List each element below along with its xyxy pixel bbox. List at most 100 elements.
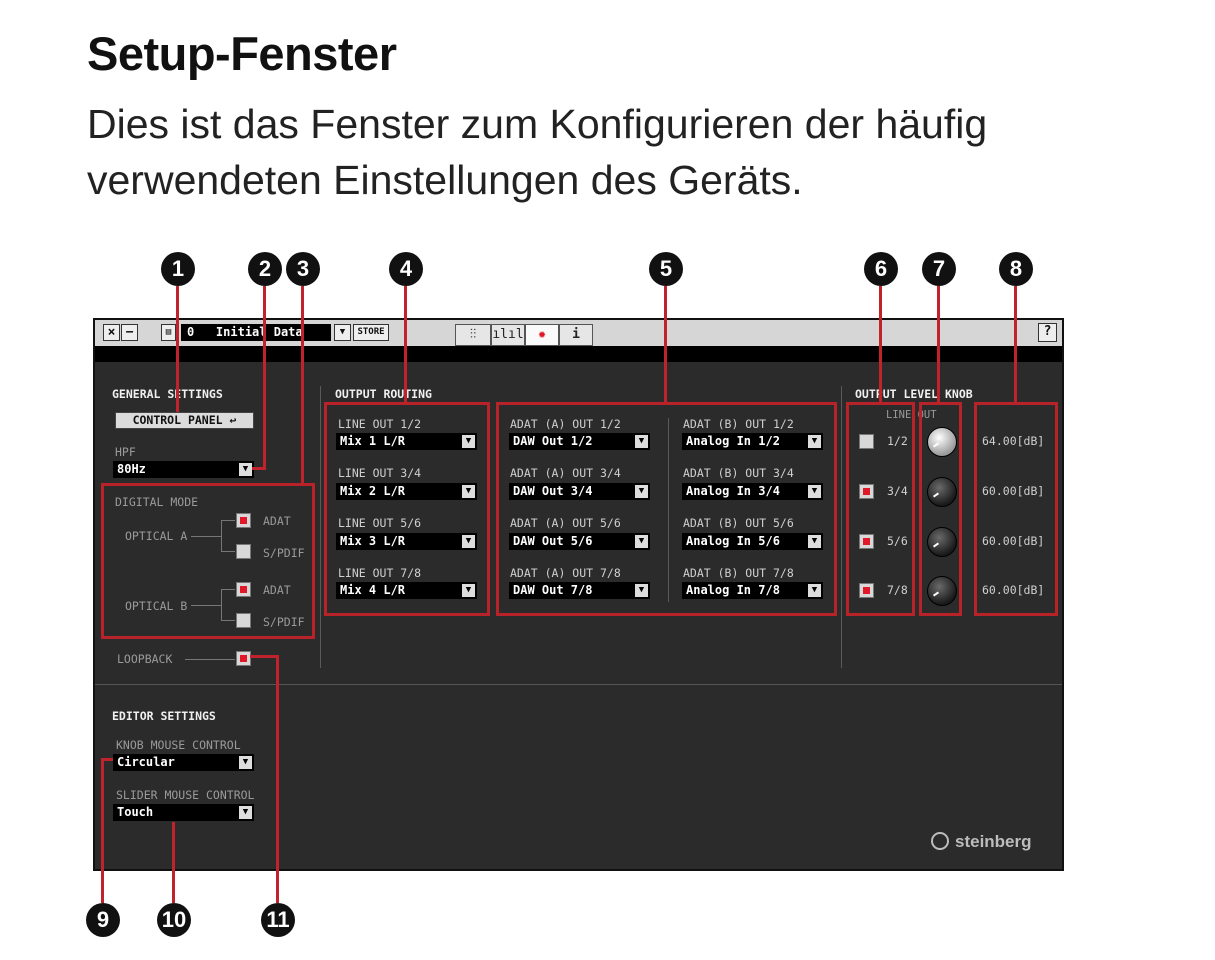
line-out-7-8-label: LINE OUT 7/8 xyxy=(338,566,422,580)
optical-b-spdif-checkbox[interactable] xyxy=(236,613,251,628)
callout-7-line xyxy=(937,286,940,404)
level-7-8-knob[interactable] xyxy=(927,576,957,606)
loopback-label: LOOPBACK xyxy=(117,652,173,666)
adat-a-3-4-value: DAW Out 3/4 xyxy=(513,484,593,498)
adat-a-1-2-label: ADAT (A) OUT 1/2 xyxy=(510,417,621,431)
adat-a-7-8-dropdown[interactable]: DAW Out 7/8▼ xyxy=(509,582,650,599)
store-button[interactable]: STORE xyxy=(353,324,389,341)
adat-a-1-2-dropdown[interactable]: DAW Out 1/2▼ xyxy=(509,433,650,450)
loopback-checkbox[interactable] xyxy=(236,651,251,666)
steinberg-logo: steinberg xyxy=(955,832,1032,851)
preset-number: 0 xyxy=(187,325,195,339)
line-out-5-6-value: Mix 3 L/R xyxy=(340,534,406,548)
knob-highlight xyxy=(919,402,962,616)
callout-11: 11 xyxy=(261,903,295,937)
adat-a-5-6-dropdown[interactable]: DAW Out 5/6▼ xyxy=(509,533,650,550)
optical-a-connector xyxy=(191,536,221,537)
level-5-6-db: 60.00[dB] xyxy=(982,534,1045,548)
output-routing-heading: OUTPUT ROUTING xyxy=(335,387,432,401)
tab-info[interactable]: i xyxy=(559,324,593,346)
level-3-4-knob[interactable] xyxy=(927,477,957,507)
chevron-down-icon: ▼ xyxy=(239,756,252,769)
level-3-4-label: 3/4 xyxy=(887,484,908,498)
line-out-1-2-dropdown[interactable]: Mix 1 L/R ▼ xyxy=(336,433,477,450)
minimize-button[interactable]: − xyxy=(121,324,138,341)
adat-a-1-2-value: DAW Out 1/2 xyxy=(513,434,593,448)
line-out-3-4-dropdown[interactable]: Mix 2 L/R▼ xyxy=(336,483,477,500)
optical-b-bracket xyxy=(221,589,222,621)
callout-7: 7 xyxy=(922,252,956,286)
document-icon[interactable]: ▤ xyxy=(161,324,176,341)
optical-b-spdif-label: S/PDIF xyxy=(263,615,305,629)
preset-dropdown-arrow-icon[interactable]: ▼ xyxy=(334,324,351,341)
tab-meter[interactable]: ılıl xyxy=(491,324,525,346)
callout-6: 6 xyxy=(864,252,898,286)
adat-b-7-8-label: ADAT (B) OUT 7/8 xyxy=(683,566,794,580)
level-3-4-db: 60.00[dB] xyxy=(982,484,1045,498)
optical-a-spdif-connector xyxy=(221,551,235,552)
hpf-label: HPF xyxy=(115,445,136,459)
level-5-6-checkbox[interactable] xyxy=(859,534,874,549)
chevron-down-icon: ▼ xyxy=(462,435,475,448)
callout-5: 5 xyxy=(649,252,683,286)
callout-11-line-h xyxy=(250,655,279,658)
adat-a-3-4-dropdown[interactable]: DAW Out 3/4 ▼ xyxy=(509,483,650,500)
adat-b-1-2-dropdown[interactable]: Analog In 1/2▼ xyxy=(682,433,823,450)
level-1-2-db: 64.00[dB] xyxy=(982,434,1045,448)
optical-a-adat-connector xyxy=(221,520,235,521)
optical-a-spdif-checkbox[interactable] xyxy=(236,544,251,559)
callout-1-line xyxy=(176,286,179,412)
tab-mixer[interactable]: ⫶⫶ xyxy=(455,324,491,346)
close-button[interactable]: × xyxy=(103,324,120,341)
slider-mouse-control-value: Touch xyxy=(117,805,154,819)
chevron-down-icon: ▼ xyxy=(635,485,648,498)
callout-5-line xyxy=(664,286,667,404)
control-panel-label: CONTROL PANEL xyxy=(132,413,223,427)
level-7-8-checkbox[interactable] xyxy=(859,583,874,598)
level-1-2-checkbox[interactable] xyxy=(859,434,874,449)
line-out-3-4-label: LINE OUT 3/4 xyxy=(338,466,422,480)
knob-mouse-control-dropdown[interactable]: Circular▼ xyxy=(113,754,254,771)
level-1-2-label: 1/2 xyxy=(887,434,908,448)
adat-b-5-6-value: Analog In 5/6 xyxy=(686,534,780,548)
line-out-1-2-label: LINE OUT 1/2 xyxy=(338,417,422,431)
optical-b-adat-label: ADAT xyxy=(263,583,291,597)
slider-mouse-control-dropdown[interactable]: Touch▼ xyxy=(113,804,254,821)
callout-9-line-h xyxy=(101,758,113,761)
adat-b-7-8-value: Analog In 7/8 xyxy=(686,583,780,597)
output-level-knob-heading: OUTPUT LEVEL KNOB xyxy=(855,387,973,401)
slider-mouse-control-label: SLIDER MOUSE CONTROL xyxy=(116,788,255,802)
adat-b-3-4-dropdown[interactable]: Analog In 3/4▼ xyxy=(682,483,823,500)
control-panel-button[interactable]: CONTROL PANEL ↩ xyxy=(115,412,254,429)
optical-a-label: OPTICAL A xyxy=(125,529,188,543)
line-out-1-2-value: Mix 1 L/R xyxy=(340,434,406,448)
knob-mouse-control-label: KNOB MOUSE CONTROL xyxy=(116,738,241,752)
chevron-down-icon: ▼ xyxy=(462,485,475,498)
line-out-7-8-dropdown[interactable]: Mix 4 L/R▼ xyxy=(336,582,477,599)
help-button[interactable]: ? xyxy=(1038,323,1057,342)
loopback-connector xyxy=(185,659,235,660)
level-1-2-knob[interactable] xyxy=(927,427,957,457)
level-5-6-knob[interactable] xyxy=(927,527,957,557)
line-out-5-6-dropdown[interactable]: Mix 3 L/R▼ xyxy=(336,533,477,550)
callout-8: 8 xyxy=(999,252,1033,286)
adat-a-7-8-label: ADAT (A) OUT 7/8 xyxy=(510,566,621,580)
toolbar-strip xyxy=(95,346,1062,362)
callout-2-line xyxy=(263,286,266,469)
hpf-dropdown[interactable]: 80Hz▼ xyxy=(113,461,254,478)
adat-b-5-6-dropdown[interactable]: Analog In 5/6▼ xyxy=(682,533,823,550)
adat-b-7-8-dropdown[interactable]: Analog In 7/8▼ xyxy=(682,582,823,599)
adat-b-3-4-label: ADAT (B) OUT 3/4 xyxy=(683,466,794,480)
level-7-8-db: 60.00[dB] xyxy=(982,583,1045,597)
preset-selector[interactable]: 0 Initial Data xyxy=(181,324,331,341)
line-out-sublabel: LINE OUT xyxy=(886,409,937,421)
tab-setup[interactable]: ✹ xyxy=(525,324,559,346)
optical-a-adat-checkbox[interactable] xyxy=(236,513,251,528)
level-3-4-checkbox[interactable] xyxy=(859,484,874,499)
callout-9-line xyxy=(101,758,104,903)
callout-4-line xyxy=(404,286,407,404)
adat-a-7-8-value: DAW Out 7/8 xyxy=(513,583,593,597)
optical-b-adat-checkbox[interactable] xyxy=(236,582,251,597)
page-title: Setup-Fenster xyxy=(87,27,397,80)
page-description: Dies ist das Fenster zum Konfigurieren d… xyxy=(87,101,988,203)
